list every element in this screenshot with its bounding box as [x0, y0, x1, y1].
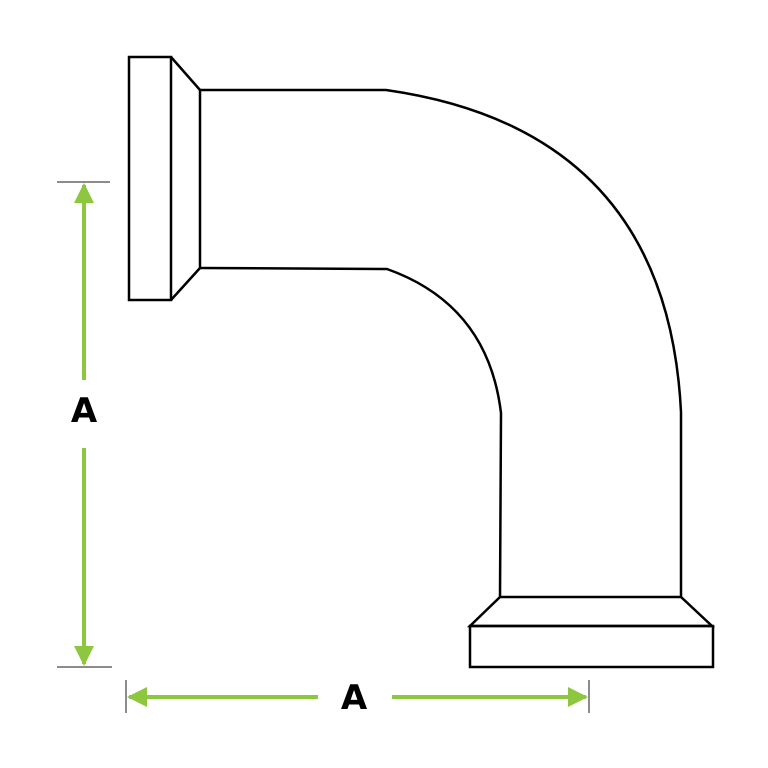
bottom-flange [468, 624, 715, 669]
horizontal-dimension-label: A [341, 678, 368, 718]
elbow-outer-wall [200, 88, 683, 597]
bottom-ferrule-taper [466, 595, 716, 628]
vertical-dimension-label: A [71, 391, 98, 431]
elbow-inner-wall [199, 266, 503, 598]
left-ferrule-taper [170, 56, 202, 301]
left-flange [127, 55, 173, 302]
